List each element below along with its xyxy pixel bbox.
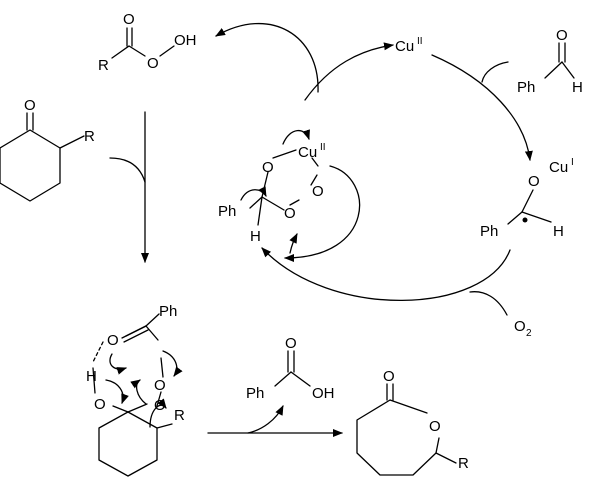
cycle-arrow-to-complex	[261, 247, 511, 302]
criegee-phenyl: Ph	[159, 303, 177, 320]
complex-phenyl: Ph	[218, 203, 236, 220]
radical-hydrogen: H	[553, 223, 564, 240]
radical-phenyl: Ph	[480, 223, 498, 240]
lactone-ring-oxygen: O	[429, 418, 441, 435]
criegee-bridge-oxygen: O	[154, 377, 166, 394]
lactone-r-group: R	[458, 455, 469, 472]
radical-oxygen: O	[528, 173, 540, 190]
cycle-arrow-to-cu-ii	[304, 42, 394, 101]
criegee-hydroxyl-oxygen: O	[94, 396, 106, 413]
radical-copper-symbol: Cu	[549, 159, 568, 176]
copper-ii-symbol: Cu	[395, 38, 414, 55]
criegee-carbonyl-oxygen: O	[107, 332, 119, 349]
lactone-structure: O O R	[356, 368, 469, 476]
copper-ii-label: Cu II	[395, 36, 423, 55]
benzaldehyde-oxygen: O	[556, 27, 568, 44]
benzoic-acid-hydroxyl: OH	[312, 385, 335, 402]
criegee-r-group: R	[174, 407, 185, 424]
complex-copper-symbol: Cu	[298, 144, 317, 161]
benzoic-acid-oxygen: O	[285, 335, 297, 352]
complex-oxygen-3: O	[284, 205, 296, 222]
ketone-oxygen: O	[24, 97, 36, 114]
copper-peroxo-complex: Cu II O O O Ph H	[218, 129, 361, 262]
criegee-hydrogen: H	[86, 368, 97, 385]
copper-i-radical-intermediate: O Cu I Ph H	[480, 157, 574, 240]
benzaldehyde-hydrogen: H	[572, 79, 583, 96]
peracid-release-arrow	[215, 22, 319, 93]
complex-oxygen-1: O	[262, 159, 274, 176]
reaction-arrows	[109, 22, 533, 437]
complex-copper-oxidation-state: II	[320, 142, 326, 153]
peracid-bridge-oxygen: O	[147, 55, 159, 72]
benzoic-acid-structure: O Ph OH	[246, 335, 335, 402]
complex-oxygen-2: O	[312, 183, 324, 200]
ketone-uptake-arrow	[109, 157, 146, 183]
benzaldehyde-uptake-arrow	[481, 61, 509, 83]
criegee-intermediate: Ph O H O O O R	[86, 303, 185, 477]
cycle-arrow-to-radical	[431, 54, 533, 161]
complex-hydrogen: H	[250, 228, 261, 245]
lactone-carbonyl-oxygen: O	[383, 368, 395, 385]
peracid-r-group: R	[98, 57, 109, 74]
copper-ii-oxidation-state: II	[417, 36, 423, 47]
peracid-structure: O R O OH	[98, 11, 197, 74]
radical-copper-oxidation-state: I	[571, 157, 574, 168]
oxygen-uptake-arrow	[469, 291, 508, 316]
benzoic-acid-phenyl: Ph	[246, 385, 264, 402]
oxygen-molecule: O 2	[514, 318, 532, 339]
peracid-hydroxyl: OH	[174, 32, 197, 49]
radical-dot	[522, 217, 528, 223]
benzaldehyde-phenyl: Ph	[517, 79, 535, 96]
ketone-structure: O R	[0, 97, 95, 202]
peracid-carbonyl-oxygen: O	[123, 11, 135, 28]
ketone-r-group: R	[84, 128, 95, 145]
benzoic-acid-release-arrow	[247, 405, 284, 434]
benzaldehyde-structure: O Ph H	[517, 27, 583, 96]
oxygen-subscript: 2	[526, 328, 532, 339]
oxygen-symbol: O	[514, 318, 526, 335]
